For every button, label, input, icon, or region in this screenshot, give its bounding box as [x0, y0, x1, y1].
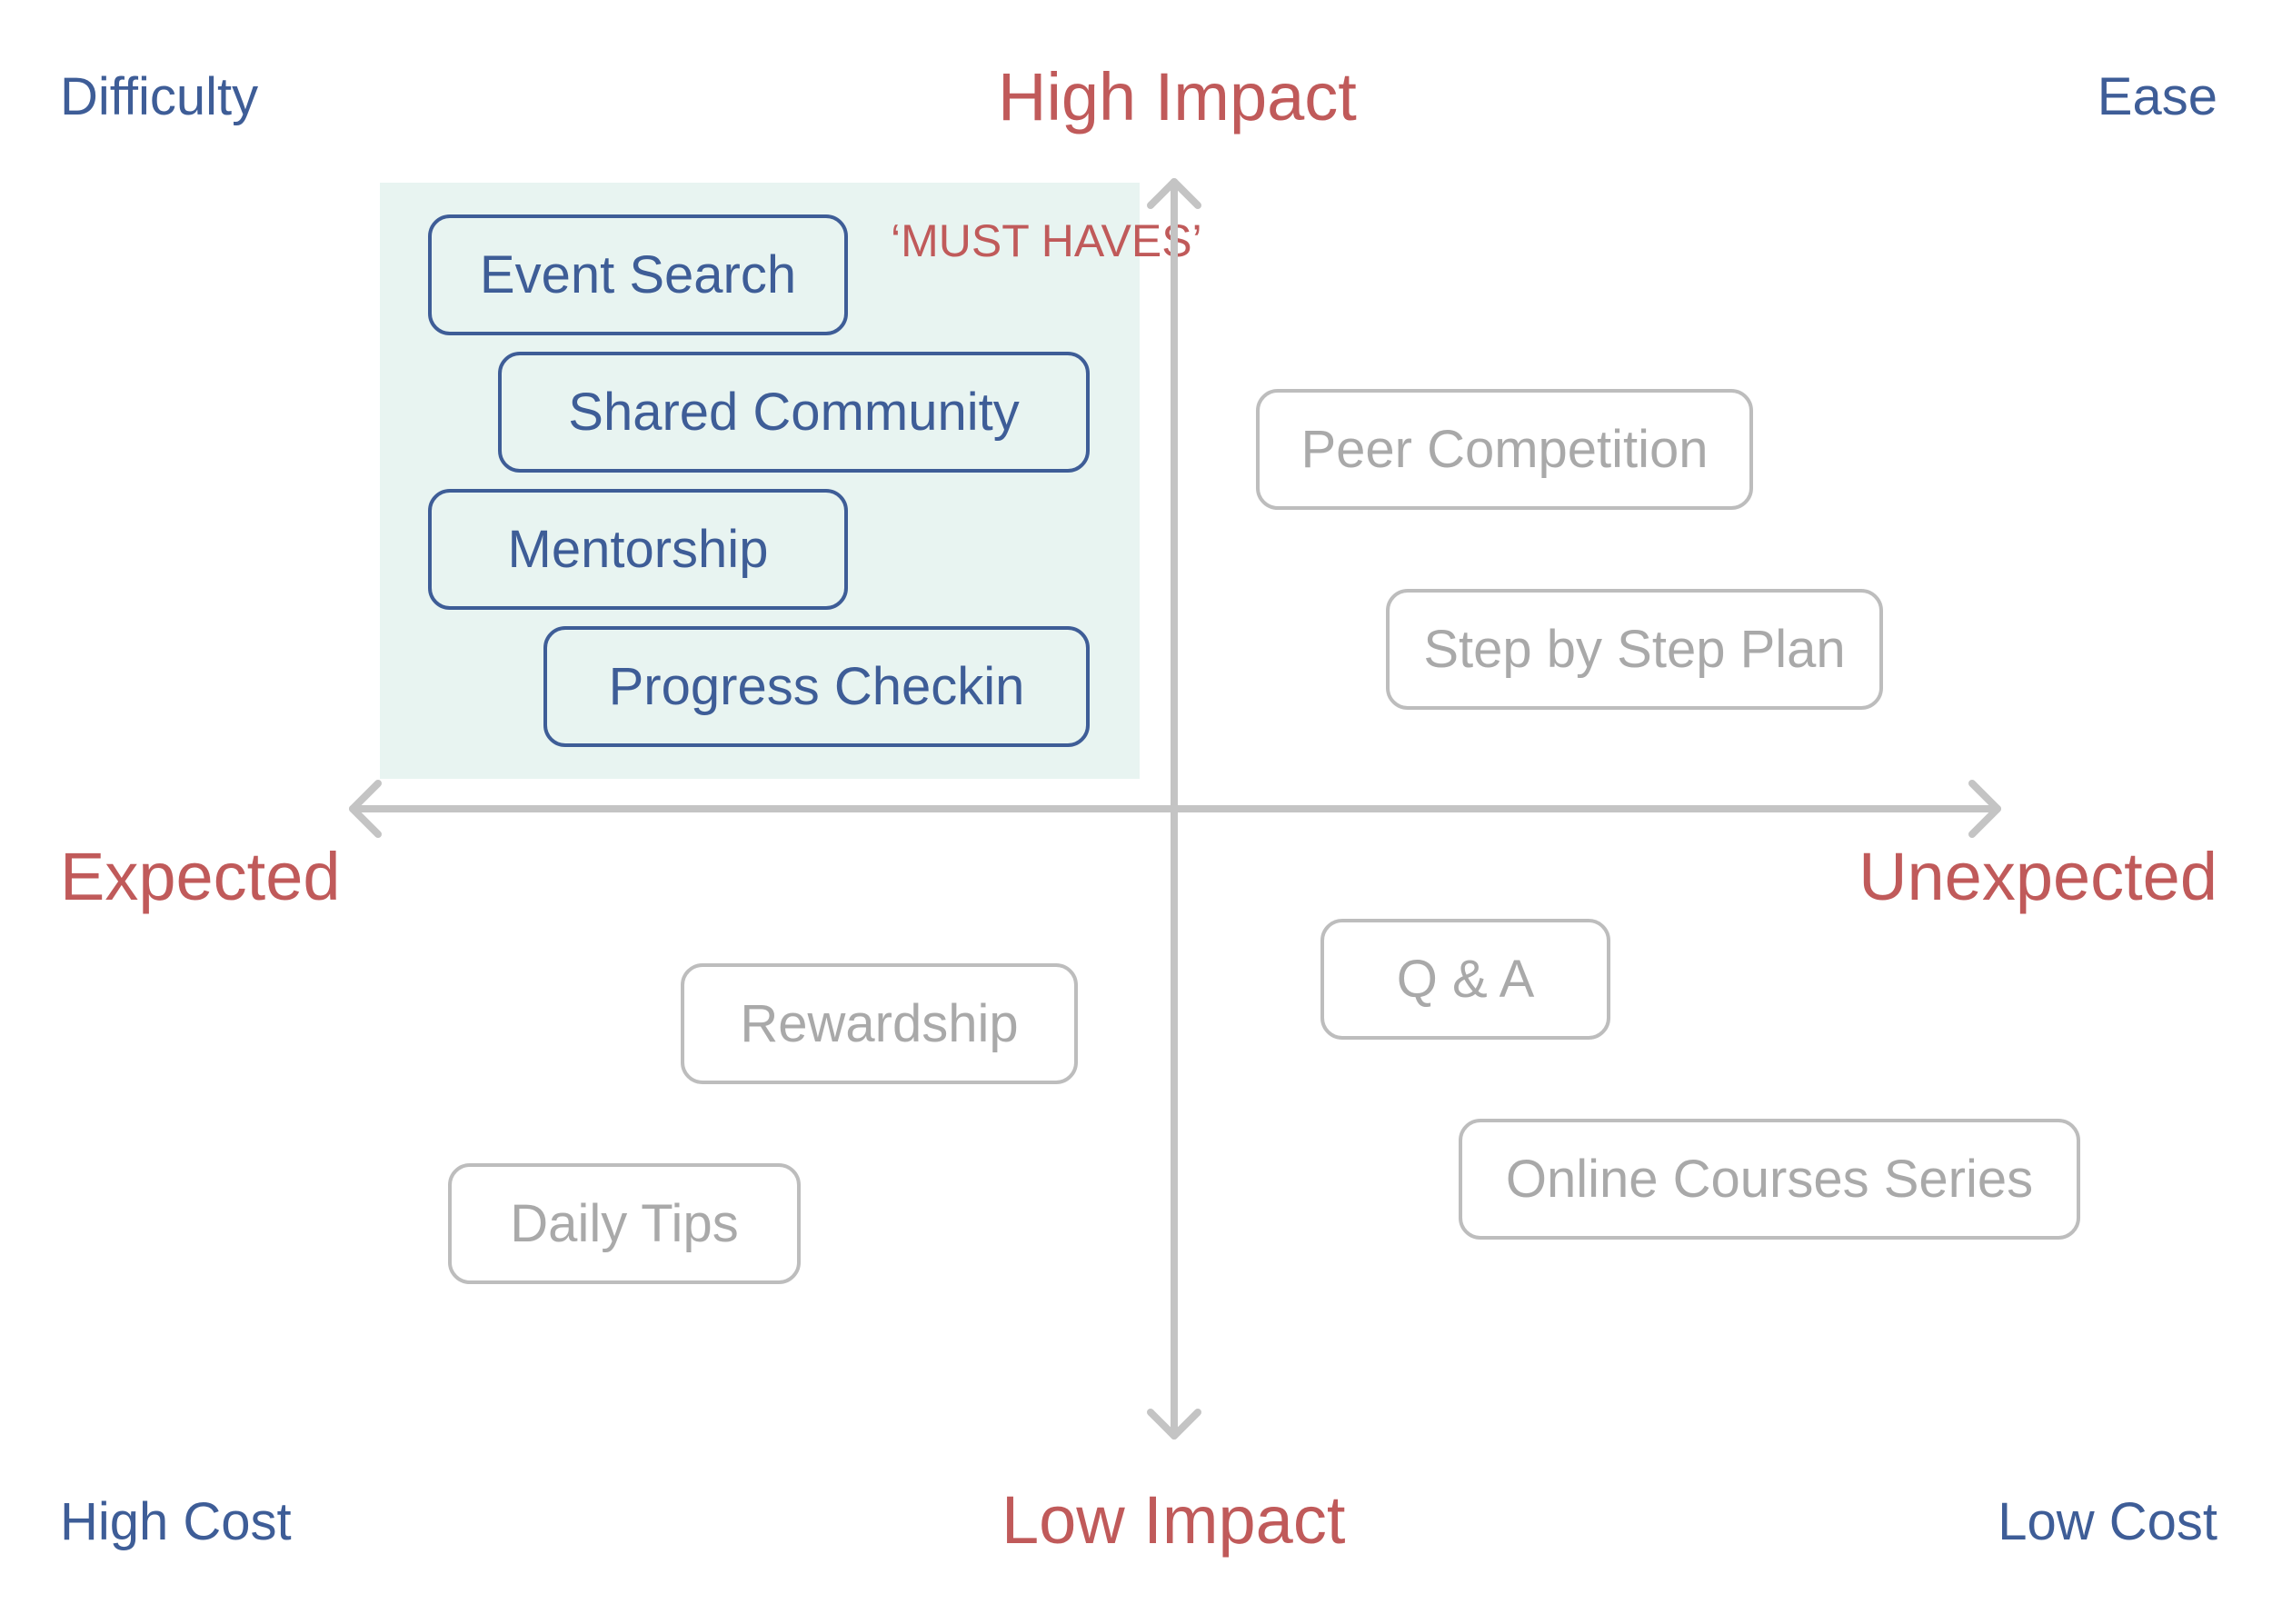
- feature-peer-competition[interactable]: Peer Competition: [1256, 389, 1753, 510]
- feature-online-courses-series[interactable]: Online Courses Series: [1459, 1119, 2080, 1240]
- arrow-up-icon: [1147, 178, 1201, 209]
- feature-label: Online Courses Series: [1505, 1150, 2034, 1209]
- corner-label-high-cost: High Cost: [60, 1492, 292, 1551]
- feature-label: Event Search: [479, 245, 797, 304]
- feature-label: Rewardship: [740, 994, 1019, 1053]
- arrow-left-icon: [349, 780, 382, 838]
- axis-label-high-impact: High Impact: [998, 59, 1357, 135]
- arrow-down-icon: [1147, 1409, 1201, 1440]
- must-haves-zone: [380, 183, 1140, 779]
- axis-label-low-impact: Low Impact: [1001, 1482, 1346, 1558]
- corner-label-low-cost: Low Cost: [1998, 1492, 2217, 1551]
- feature-label: Daily Tips: [510, 1194, 739, 1253]
- feature-step-by-step-plan[interactable]: Step by Step Plan: [1386, 589, 1883, 710]
- feature-progress-checkin[interactable]: Progress Checkin: [543, 626, 1090, 747]
- feature-mentorship[interactable]: Mentorship: [428, 489, 848, 610]
- feature-label: Progress Checkin: [608, 657, 1025, 716]
- arrow-right-icon: [1968, 780, 2001, 838]
- feature-label: Shared Community: [568, 383, 1020, 442]
- axis-label-expected: Expected: [60, 839, 341, 914]
- feature-label: Step by Step Plan: [1423, 620, 1846, 679]
- feature-label: Peer Competition: [1300, 420, 1709, 479]
- corner-label-difficulty: Difficulty: [60, 67, 259, 126]
- feature-daily-tips[interactable]: Daily Tips: [448, 1163, 801, 1284]
- feature-label: Q & A: [1396, 950, 1535, 1009]
- feature-rewardship[interactable]: Rewardship: [681, 963, 1078, 1084]
- axis-label-unexpected: Unexpected: [1858, 839, 2217, 914]
- feature-shared-community[interactable]: Shared Community: [498, 352, 1090, 473]
- feature-q-and-a[interactable]: Q & A: [1320, 919, 1610, 1040]
- corner-label-ease: Ease: [2097, 67, 2217, 126]
- feature-label: Mentorship: [507, 520, 769, 579]
- feature-event-search[interactable]: Event Search: [428, 214, 848, 335]
